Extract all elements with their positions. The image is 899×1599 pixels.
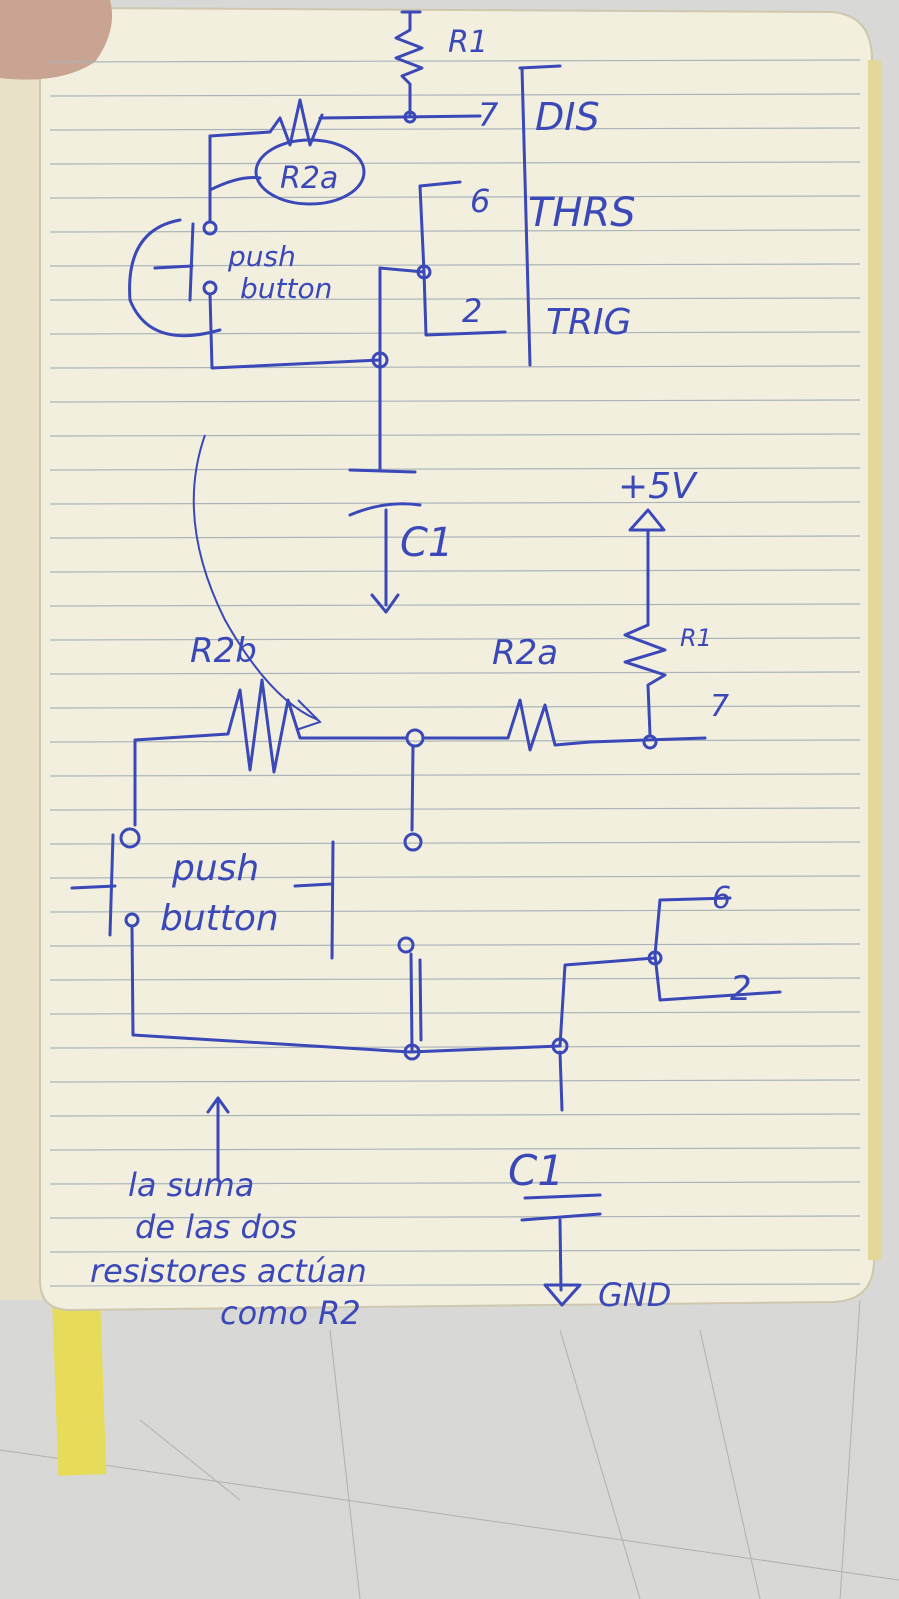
r1-top-resistor [394, 10, 424, 117]
left-page-edge [0, 60, 42, 1300]
page-right-edge [868, 60, 882, 1260]
label-r1-bottom: R1 [680, 624, 712, 652]
label-pin6-bottom: 6 [712, 881, 731, 916]
note-line-1: la suma [128, 1166, 254, 1204]
r2a-bottom-resistor [423, 698, 592, 752]
ic-edge-line [520, 66, 532, 367]
label-c1-bottom: C1 [508, 1146, 564, 1195]
r1-bottom-resistor [623, 623, 667, 737]
curved-arrow [192, 434, 319, 721]
label-push-bottom-1: push [171, 848, 259, 889]
r2b-resistor [133, 678, 409, 774]
label-r2b: R2b [190, 631, 257, 671]
label-trig: TRIG [546, 302, 632, 343]
bottom-schematic [70, 508, 782, 1307]
label-pin6-top: 6 [470, 182, 490, 220]
label-r2a-top: R2a [280, 161, 338, 196]
label-pin2-bottom: 2 [730, 969, 752, 1009]
note-line-2: de las dos [135, 1208, 297, 1246]
label-push-top-1: push [227, 240, 296, 273]
table-scratches [0, 1299, 899, 1599]
label-r2a-bottom: R2a [492, 633, 558, 673]
labels: R1 7 DIS R2a 6 THRS push button 2 TRIG C… [90, 25, 752, 1332]
label-pin7-top: 7 [478, 96, 499, 134]
label-push-bottom-2: button [160, 898, 279, 939]
label-dis: DIS [535, 95, 600, 139]
bookmark-ribbon [51, 1284, 107, 1476]
label-pin2-top: 2 [462, 292, 482, 330]
note-line-4: como R2 [220, 1294, 361, 1332]
label-c1-top: C1 [400, 520, 453, 566]
label-gnd: GND [598, 1276, 671, 1314]
label-pin7-bottom: 7 [710, 689, 729, 724]
label-plus5v: +5V [618, 466, 698, 507]
top-schematic [128, 10, 562, 614]
label-r1-top: R1 [448, 25, 488, 60]
r2a-top-resistor [208, 98, 324, 147]
label-thrs: THRS [528, 190, 636, 236]
note-line-3: resistores actúan [90, 1252, 367, 1290]
thumb [0, 0, 113, 80]
ruled-lines [49, 59, 861, 1287]
label-push-top-2: button [240, 272, 332, 305]
